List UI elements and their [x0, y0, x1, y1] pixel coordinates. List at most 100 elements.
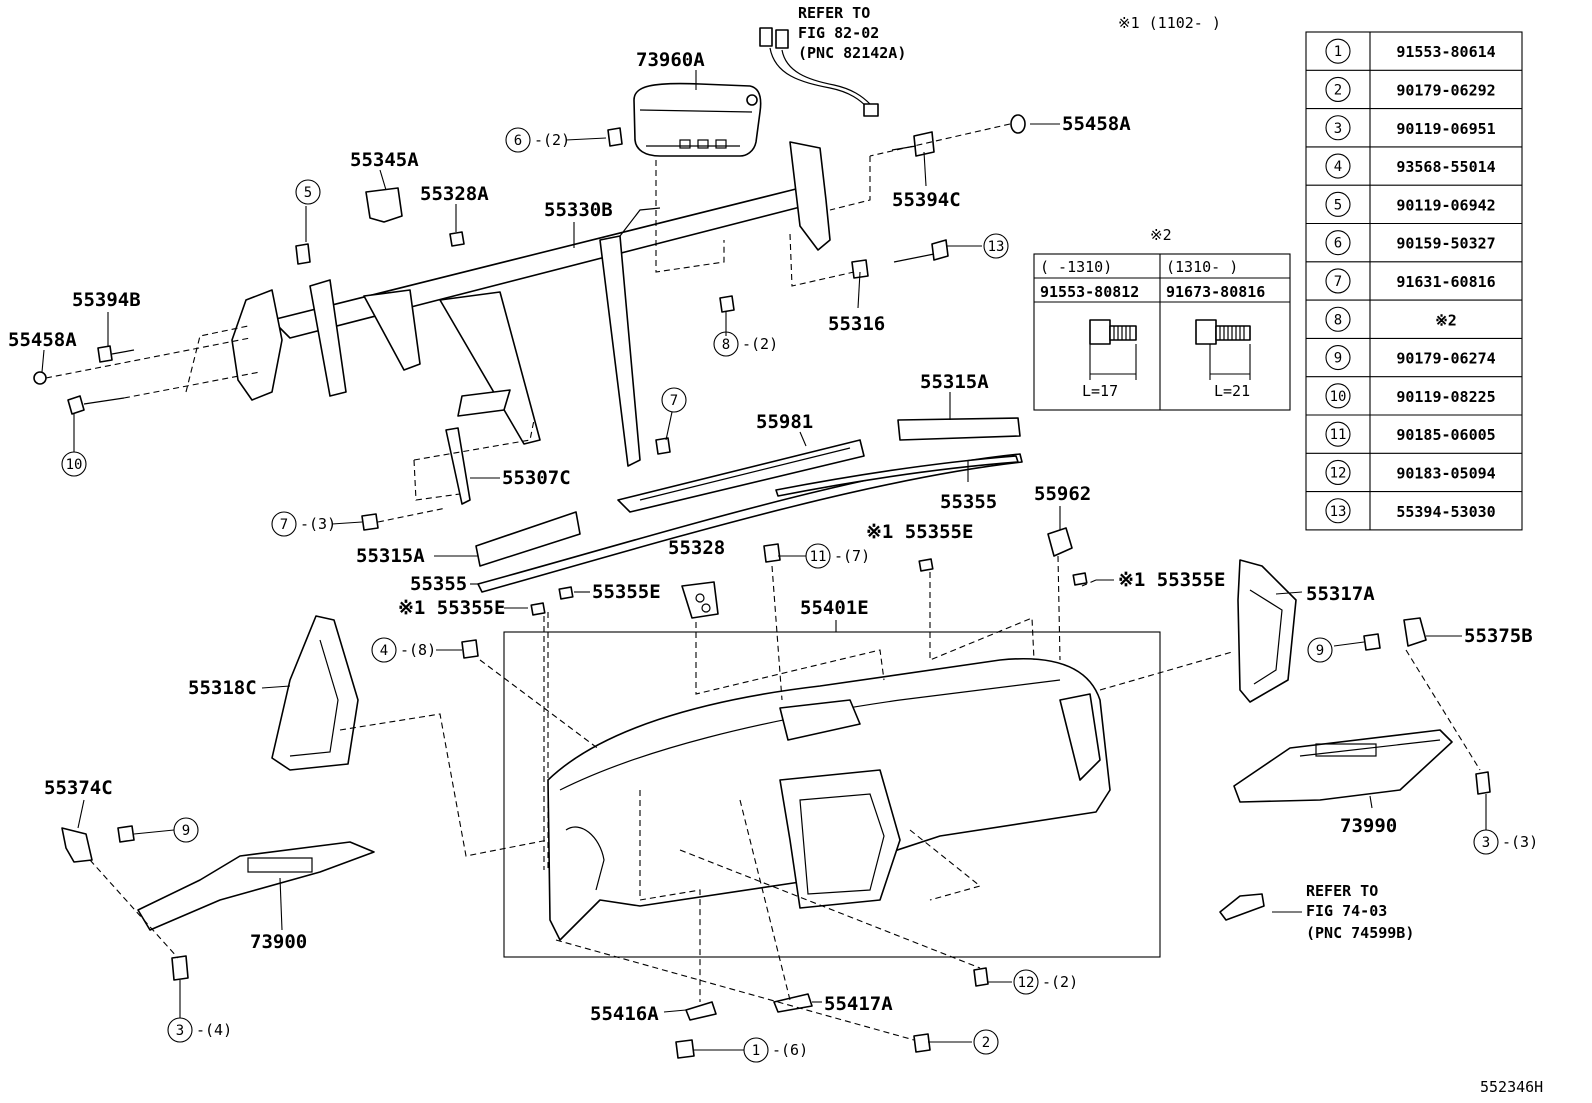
clip-icon [685, 1001, 717, 1021]
fastener-part-number: 90119-06951 [1396, 120, 1495, 138]
callout: 13 [983, 233, 1009, 259]
bolt-icon [1195, 319, 1251, 345]
fastener-part-number: 90179-06292 [1396, 81, 1495, 99]
clip-icon [973, 967, 989, 987]
bracket-icon [1403, 617, 1427, 647]
svg-text:-(8): -(8) [400, 641, 436, 659]
svg-text:10: 10 [66, 457, 83, 473]
wire-harness-icon [759, 27, 879, 117]
callout: 1-(6) [743, 1037, 808, 1063]
fastener-number: 7 [1334, 274, 1342, 290]
note-2-header: ※2 [1150, 226, 1172, 244]
bracket-icon [445, 427, 471, 505]
svg-text:2: 2 [982, 1035, 990, 1051]
callout: 9 [173, 817, 199, 843]
fastener-number: 10 [1330, 389, 1347, 405]
bolt-variant-table: ※2 ( -1310) (1310- ) 91553-80812 91673-8… [1033, 226, 1291, 411]
part-label: 55355 [410, 573, 467, 595]
svg-text:8: 8 [722, 337, 730, 353]
part-label: 55317A [1306, 583, 1375, 605]
side-panel-icon [1237, 559, 1297, 703]
diagram-id: 552346H [1480, 1078, 1543, 1096]
svg-text:3: 3 [176, 1023, 184, 1039]
part-label: 55394B [72, 289, 141, 311]
part-label: 55315A [356, 545, 425, 567]
part-label: 55416A [590, 1003, 659, 1025]
defroster-nozzle-icon [617, 439, 865, 513]
svg-text:12: 12 [1018, 975, 1035, 991]
svg-text:-(2): -(2) [742, 335, 778, 353]
variant-range: ( -1310) [1040, 258, 1112, 276]
callout: 7 [661, 387, 687, 413]
fastener-part-number: 90185-06005 [1396, 426, 1495, 444]
svg-text:13: 13 [988, 239, 1005, 255]
fastener-table-row: 10 90119-08225 [1325, 383, 1496, 409]
part-label: 55355 [940, 491, 997, 513]
fastener-number: 11 [1330, 427, 1347, 443]
fastener-table-row: 8 ※2 [1325, 306, 1457, 332]
part-label: 55318C [188, 677, 257, 699]
line-art [33, 27, 1491, 1059]
pad-icon [558, 586, 574, 600]
fastener-number: 8 [1334, 312, 1342, 328]
svg-text:1: 1 [752, 1043, 760, 1059]
part-label: 55316 [828, 313, 885, 335]
part-label: 55345A [350, 149, 419, 171]
svg-text:-(3): -(3) [1502, 833, 1538, 851]
refer-line: REFER TO [1306, 882, 1378, 900]
bracket-icon [1047, 527, 1073, 557]
variant-part-number: 91553-80812 [1040, 283, 1139, 301]
clip-icon [773, 993, 813, 1013]
refer-line: (PNC 82142A) [798, 44, 906, 62]
callout: 9 [1307, 637, 1333, 663]
fastener-part-number: 91553-80614 [1396, 43, 1495, 61]
refer-note-82: REFER TO FIG 82-02 (PNC 82142A) [798, 4, 906, 62]
part-label: ※1 55355E [866, 521, 973, 543]
refer-line: (PNC 74599B) [1306, 924, 1414, 942]
callout: 11-(7) [805, 543, 870, 569]
svg-text:9: 9 [182, 823, 190, 839]
side-panel-icon [271, 615, 359, 771]
fastener-number: 6 [1334, 236, 1342, 252]
part-label: 55981 [756, 411, 813, 433]
variant-part-number: 91673-80816 [1166, 283, 1265, 301]
fastener-number: 2 [1334, 82, 1342, 98]
bracket-icon [61, 827, 93, 863]
pad-icon [1072, 572, 1088, 586]
callout: 2 [973, 1029, 999, 1055]
variant-length: L=21 [1214, 382, 1250, 400]
fastener-part-number: 93568-55014 [1396, 158, 1495, 176]
fastener-part-number: ※2 [1435, 311, 1457, 329]
svg-text:7: 7 [280, 517, 288, 533]
part-label: 55962 [1034, 483, 1091, 505]
fastener-number: 9 [1334, 351, 1342, 367]
fastener-part-number: 90159-50327 [1396, 235, 1495, 253]
fastener-icons [33, 114, 1491, 1059]
callout: 3-(3) [1473, 829, 1538, 855]
pad-icon [918, 558, 934, 572]
fastener-number: 13 [1330, 504, 1347, 520]
refer-part-icon [1219, 893, 1265, 921]
refer-note-74: REFER TO FIG 74-03 (PNC 74599B) [1306, 882, 1414, 942]
note-1: ※1 (1102- ) [1118, 14, 1221, 32]
svg-text:5: 5 [304, 185, 312, 201]
callout: 7-(3) [271, 511, 336, 537]
svg-text:7: 7 [670, 393, 678, 409]
part-label: 55328 [668, 537, 725, 559]
part-label: 55394C [892, 189, 961, 211]
instrument-panel-icon [547, 657, 1111, 941]
part-label: 55458A [8, 329, 77, 351]
strip-icon [775, 455, 1019, 497]
part-label: 55401E [800, 597, 869, 619]
part-labels: 73960A 55458A 55394C 55345A 55328A 55330… [8, 49, 1533, 1025]
fastener-part-number: 90119-08225 [1396, 388, 1495, 406]
reinforcement-beam-icon [231, 141, 831, 467]
svg-text:11: 11 [810, 549, 827, 565]
